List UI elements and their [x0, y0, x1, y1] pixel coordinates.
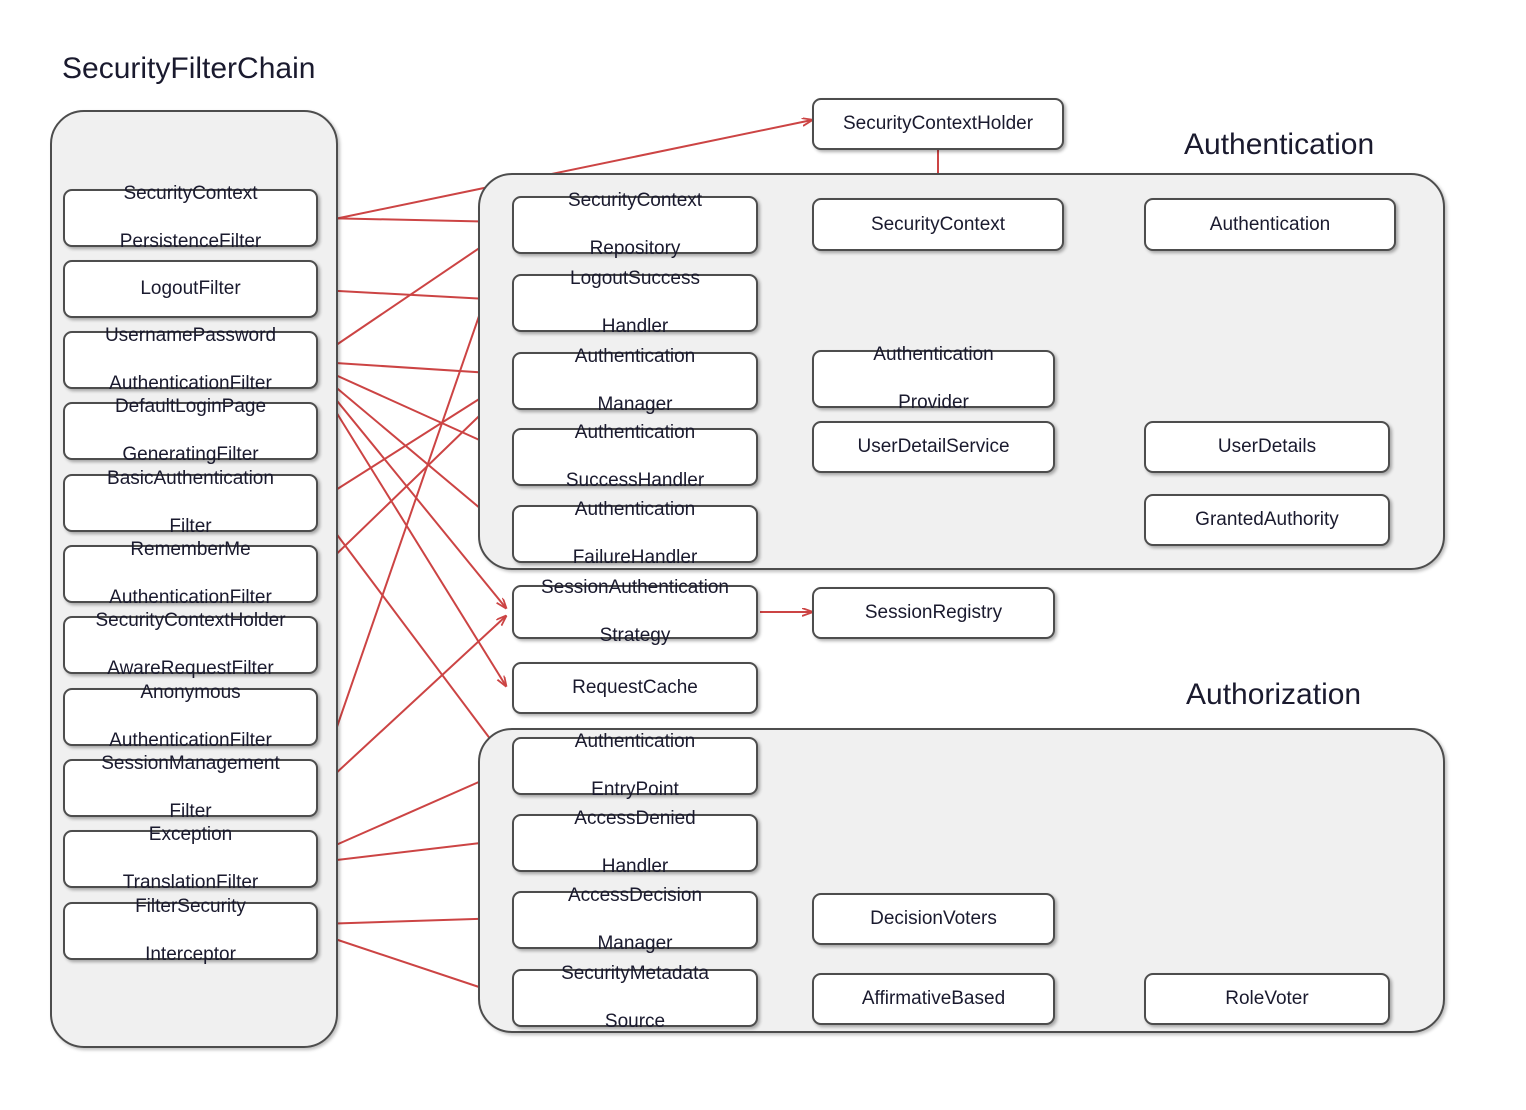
- node-logout-filter[interactable]: LogoutFilter: [63, 260, 318, 318]
- node-request-cache[interactable]: RequestCache: [512, 662, 758, 714]
- edge-baf-aep: [319, 511, 506, 760]
- node-security-context[interactable]: SecurityContext: [812, 198, 1064, 251]
- node-role-voter[interactable]: RoleVoter: [1144, 973, 1390, 1025]
- node-user-details[interactable]: UserDetails: [1144, 421, 1390, 473]
- authorization-title: Authorization: [1186, 678, 1362, 711]
- node-decision-voters[interactable]: DecisionVoters: [812, 893, 1055, 945]
- authentication-title: Authentication: [1184, 128, 1375, 161]
- node-user-detail-service[interactable]: UserDetailService: [812, 421, 1055, 473]
- node-security-context-holder[interactable]: SecurityContextHolder: [812, 98, 1064, 150]
- node-session-registry[interactable]: SessionRegistry: [812, 587, 1055, 639]
- node-authentication[interactable]: Authentication: [1144, 198, 1396, 251]
- security-filter-chain-title: SecurityFilterChain: [62, 52, 316, 85]
- node-granted-authority[interactable]: GrantedAuthority: [1144, 494, 1390, 546]
- node-affirmative-based[interactable]: AffirmativeBased: [812, 973, 1055, 1025]
